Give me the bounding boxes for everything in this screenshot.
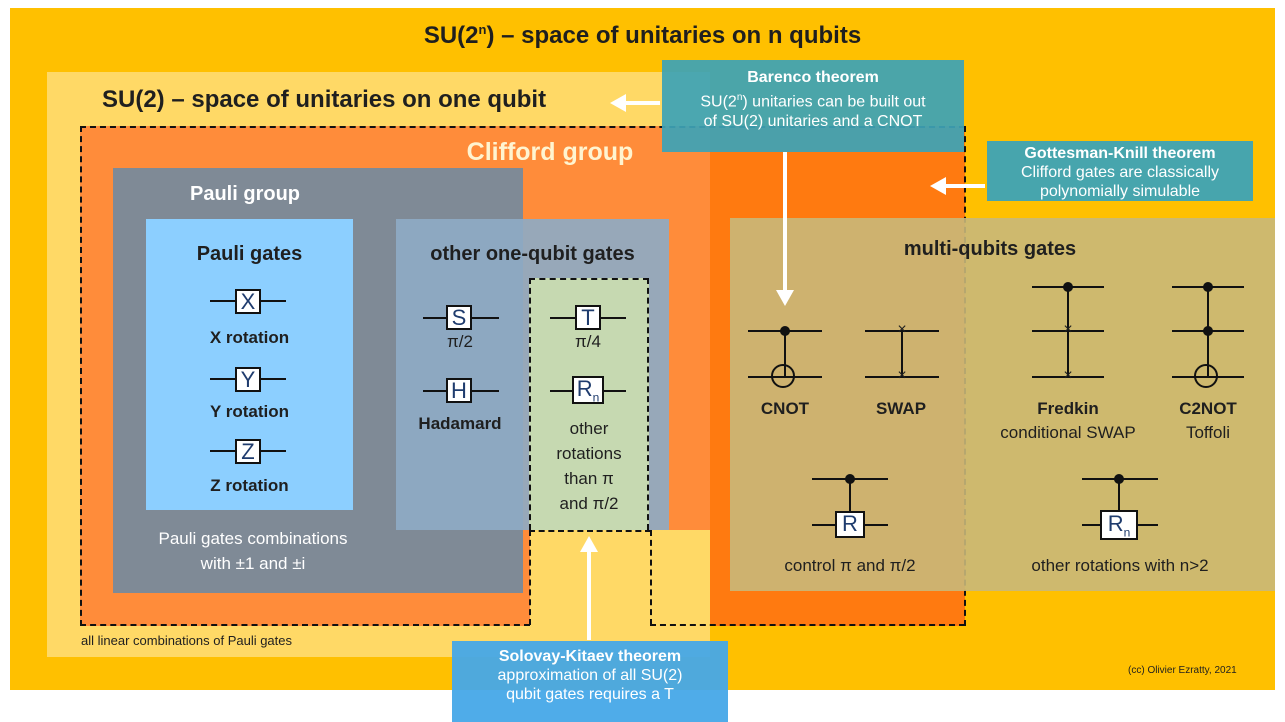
gottesman-knill-title: Gottesman-Knill theorem xyxy=(1024,145,1216,162)
gottesman-knill-callout: Gottesman-Knill theorem Clifford gates a… xyxy=(987,141,1253,201)
rn-label-4: and π/2 xyxy=(559,494,619,513)
s-label: π/2 xyxy=(447,332,473,351)
x-rotation-label: X rotation xyxy=(209,328,290,347)
clifford-title: Clifford group xyxy=(466,138,634,166)
cnot-control-dot xyxy=(780,326,790,336)
fredkin-cross-2-icon: × xyxy=(1063,367,1073,384)
clifford-dashed-mid-vertical-2 xyxy=(650,530,652,625)
multi-rn-dot xyxy=(1114,474,1124,484)
z-gate: Z xyxy=(235,439,261,464)
multi-rn-line xyxy=(1118,478,1120,512)
sun-title: SU(2n) – space of unitaries on n qubits xyxy=(423,22,862,49)
cnot-label: CNOT xyxy=(760,399,810,418)
h-gate: H xyxy=(446,378,472,403)
rn-label-1: other xyxy=(569,419,609,438)
y-gate: Y xyxy=(235,367,261,392)
fredkin-label: Fredkin xyxy=(1037,399,1099,418)
pauli-combinations-line2: with ±1 and ±i xyxy=(200,554,306,573)
su2-title: SU(2) – space of unitaries on one qubit xyxy=(102,86,547,113)
t-gates-region xyxy=(529,278,649,530)
fredkin-line xyxy=(1067,286,1069,376)
fredkin-wire-3 xyxy=(1032,376,1104,378)
toffoli-sublabel: Toffoli xyxy=(1185,423,1231,442)
clifford-dashed-mid-vertical xyxy=(529,530,531,625)
swap-cross-top-icon: × xyxy=(897,321,907,338)
y-rotation-label: Y rotation xyxy=(209,402,290,421)
multi-gates-region xyxy=(730,218,1275,591)
fredkin-sublabel: conditional SWAP xyxy=(1000,423,1136,442)
control-r-label: control π and π/2 xyxy=(784,556,916,575)
barenco-callout: Barenco theorem SU(2n) unitaries can be … xyxy=(662,60,964,152)
other-gates-title: other one-qubit gates xyxy=(430,243,635,265)
gottesman-knill-line1: Clifford gates are classically xyxy=(1020,164,1219,181)
x-gate: X xyxy=(235,289,261,314)
solovay-kitaev-line2: qubit gates requires a T xyxy=(506,686,674,703)
control-r-gate: R xyxy=(835,511,865,538)
control-r-line xyxy=(849,478,851,512)
swap-cross-bottom-icon: × xyxy=(897,367,907,384)
barenco-line1: SU(2n) unitaries can be built out xyxy=(700,92,926,111)
su2-cutout xyxy=(530,530,710,656)
credit-label: (cc) Olivier Ezratty, 2021 xyxy=(1128,665,1237,676)
rn-label-2: rotations xyxy=(556,444,622,463)
swap-wire-bottom xyxy=(865,376,939,378)
clifford-dashed-mid-horizontal xyxy=(529,530,651,532)
multi-gates-title: multi-qubits gates xyxy=(903,238,1077,260)
t-label: π/4 xyxy=(575,332,601,351)
multi-rn-label: other rotations with n>2 xyxy=(1031,556,1209,575)
swap-line xyxy=(901,330,903,376)
clifford-dashed-bottom-left xyxy=(80,624,530,626)
s-gate: S xyxy=(446,305,472,330)
t-gate: T xyxy=(575,305,601,330)
pauli-combinations-line1: Pauli gates combinations xyxy=(158,529,348,548)
clifford-dashed-left xyxy=(80,126,82,626)
swap-label: SWAP xyxy=(875,399,927,418)
fredkin-control-dot xyxy=(1063,282,1073,292)
solovay-kitaev-line1: approximation of all SU(2) xyxy=(497,667,683,684)
solovay-kitaev-title: Solovay-Kitaev theorem xyxy=(498,648,682,665)
control-r-dot xyxy=(845,474,855,484)
cnot-control-line xyxy=(784,330,786,376)
solovay-kitaev-callout: Solovay-Kitaev theorem approximation of … xyxy=(452,641,728,722)
pauli-group-title: Pauli group xyxy=(190,183,300,205)
barenco-title: Barenco theorem xyxy=(747,69,879,86)
c2not-label: C2NOT xyxy=(1179,399,1237,418)
pauli-gates-title: Pauli gates xyxy=(196,243,303,265)
hadamard-label: Hadamard xyxy=(418,414,502,433)
toffoli-control-dot-1 xyxy=(1203,282,1213,292)
rn-label-3: than π xyxy=(564,469,614,488)
linear-combinations-label: all linear combinations of Pauli gates xyxy=(81,633,293,648)
clifford-dashed-bottom-right xyxy=(650,624,965,626)
toffoli-target-icon xyxy=(1194,364,1218,388)
gottesman-knill-line2: polynomially simulable xyxy=(1039,183,1201,200)
cnot-target-icon xyxy=(771,364,795,388)
barenco-line2: of SU(2) unitaries and a CNOT xyxy=(703,113,923,131)
clifford-dashed-top xyxy=(80,126,965,128)
rn-gate: Rn xyxy=(572,376,604,404)
z-rotation-label: Z rotation xyxy=(210,476,289,495)
toffoli-control-dot-2 xyxy=(1203,326,1213,336)
multi-rn-gate: Rn xyxy=(1100,510,1138,540)
fredkin-cross-1-icon: × xyxy=(1063,321,1073,338)
